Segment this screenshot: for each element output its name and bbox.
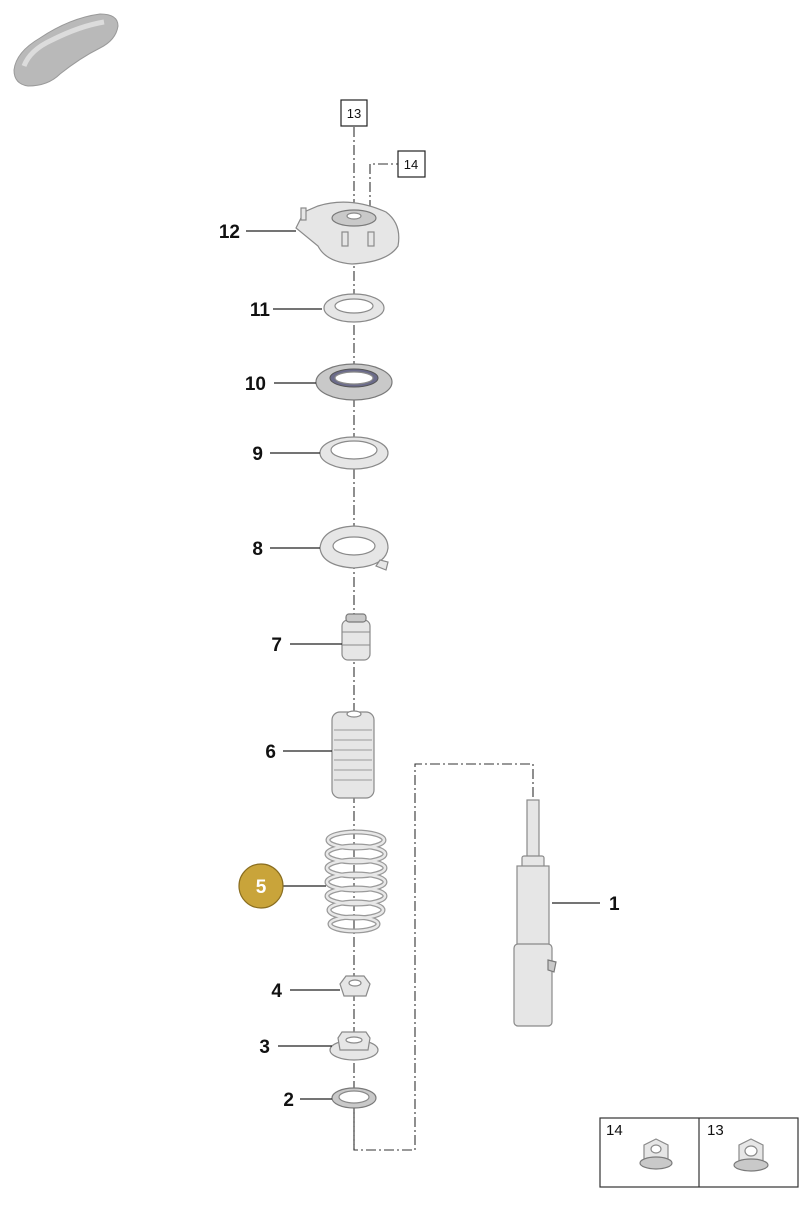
callout-4[interactable]: 4 [271, 981, 282, 1002]
callout-3[interactable]: 3 [259, 1037, 270, 1058]
part-7-bump-stop[interactable] [341, 613, 371, 661]
callout-9[interactable]: 9 [252, 444, 263, 465]
callout-7[interactable]: 7 [271, 635, 282, 656]
callout-12[interactable]: 12 [219, 222, 240, 243]
part-4-nut[interactable] [339, 975, 371, 997]
ref-box-14[interactable]: 14 [397, 150, 426, 178]
callout-5: 5 [256, 877, 267, 898]
callout-11[interactable]: 11 [250, 300, 271, 321]
callout-2[interactable]: 2 [283, 1090, 294, 1111]
legend-cell-13[interactable]: 13 [707, 1122, 769, 1172]
ref-box-13[interactable]: 13 [340, 99, 368, 127]
legend-cell-13-label: 13 [707, 1122, 724, 1139]
ref-box-14-label: 14 [404, 157, 418, 172]
callout-5-highlight[interactable]: 5 [238, 863, 284, 909]
part-2-washer[interactable] [331, 1087, 377, 1109]
part-12-top-mount[interactable] [295, 201, 400, 265]
callout-5-badge [238, 863, 284, 909]
part-6-dust-boot[interactable] [331, 710, 375, 799]
callout-6[interactable]: 6 [265, 742, 276, 763]
part-1-shock-absorber[interactable] [513, 799, 557, 1027]
flange-nut-14-icon [639, 1138, 673, 1170]
flange-nut-13-icon [733, 1138, 769, 1172]
part-5-coil-spring[interactable] [324, 829, 388, 934]
part-9-washer[interactable] [319, 436, 389, 470]
part-11-washer[interactable] [323, 293, 385, 323]
callout-8[interactable]: 8 [252, 539, 263, 560]
car-silhouette-icon [13, 13, 119, 87]
legend-cell-14-label: 14 [606, 1122, 623, 1139]
callout-1[interactable]: 1 [609, 894, 620, 915]
part-3-lower-seat[interactable] [329, 1031, 379, 1061]
stud-axis-14 [369, 163, 398, 210]
part-8-spring-seat[interactable] [319, 525, 389, 571]
legend-cell-14[interactable]: 14 [606, 1122, 673, 1170]
leader-lines [246, 230, 600, 1100]
fastener-legend [599, 1117, 799, 1188]
ref-box-13-label: 13 [347, 106, 361, 121]
part-10-bearing-ring[interactable] [315, 363, 393, 401]
shock-axis-connector [353, 763, 534, 1151]
callout-10[interactable]: 10 [245, 374, 266, 395]
